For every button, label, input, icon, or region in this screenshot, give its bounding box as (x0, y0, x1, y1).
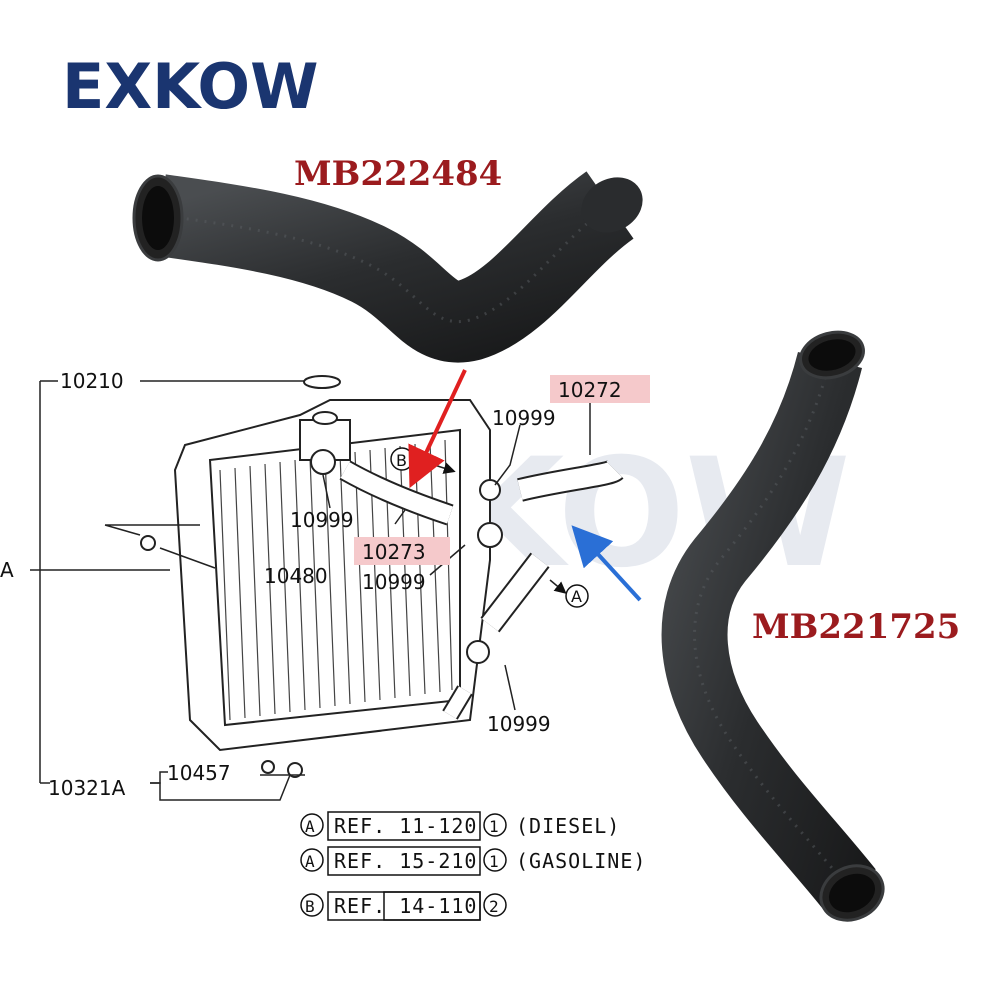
callout-10999-left: 10999 (290, 508, 354, 532)
blue-pointer-arrow (571, 525, 642, 602)
callout-10273: 10273 (362, 540, 426, 564)
svg-text:(GASOLINE): (GASOLINE) (516, 849, 646, 873)
callout-10999-bottom: 10999 (487, 712, 551, 736)
svg-text:1: 1 (489, 852, 500, 871)
svg-text:2: 2 (489, 897, 500, 916)
highlight-10273 (354, 537, 450, 565)
callout-10321A: 10321A (48, 776, 126, 800)
svg-text:B: B (305, 897, 316, 916)
callout-10480: 10480 (264, 564, 328, 588)
svg-text:1: 1 (489, 817, 500, 836)
svg-text:REF. 11-120: REF. 11-120 (334, 814, 477, 838)
svg-text:(DIESEL): (DIESEL) (516, 814, 620, 838)
marker-a: A (565, 584, 589, 608)
reference-row-1: A REF. 11-120 1 (DIESEL) (300, 811, 620, 841)
upper-hose-part-number: MB222484 (294, 154, 502, 194)
callout-10457: 10457 (167, 761, 231, 785)
svg-text:A: A (305, 852, 316, 871)
svg-text:A: A (305, 817, 316, 836)
svg-text:REF. 14-110: REF. 14-110 (334, 894, 477, 918)
svg-text:B: B (396, 451, 407, 470)
red-pointer-arrow (408, 369, 467, 489)
reference-row-2: A REF. 15-210 1 (GASOLINE) (300, 846, 646, 876)
reference-row-3: B REF. 14-110 2 (300, 891, 507, 921)
callout-10210: 10210 (60, 369, 124, 393)
highlight-10272 (550, 375, 650, 403)
callout-10999-top: 10999 (492, 406, 556, 430)
reference-table: A REF. 11-120 1 (DIESEL) A REF. 15-210 1… (300, 811, 646, 921)
svg-text:REF. 15-210: REF. 15-210 (334, 849, 477, 873)
lower-hose-image (661, 330, 885, 922)
upper-hose-image (132, 171, 643, 363)
marker-b: B (390, 447, 414, 471)
callout-A-edge: A (0, 558, 14, 582)
brand-logo: EXKOW (62, 50, 319, 123)
svg-text:A: A (571, 587, 582, 606)
lower-hose-part-number: MB221725 (752, 607, 960, 647)
leader-lines (30, 380, 591, 801)
callout-10272: 10272 (558, 378, 622, 402)
callout-10999-mid: 10999 (362, 570, 426, 594)
